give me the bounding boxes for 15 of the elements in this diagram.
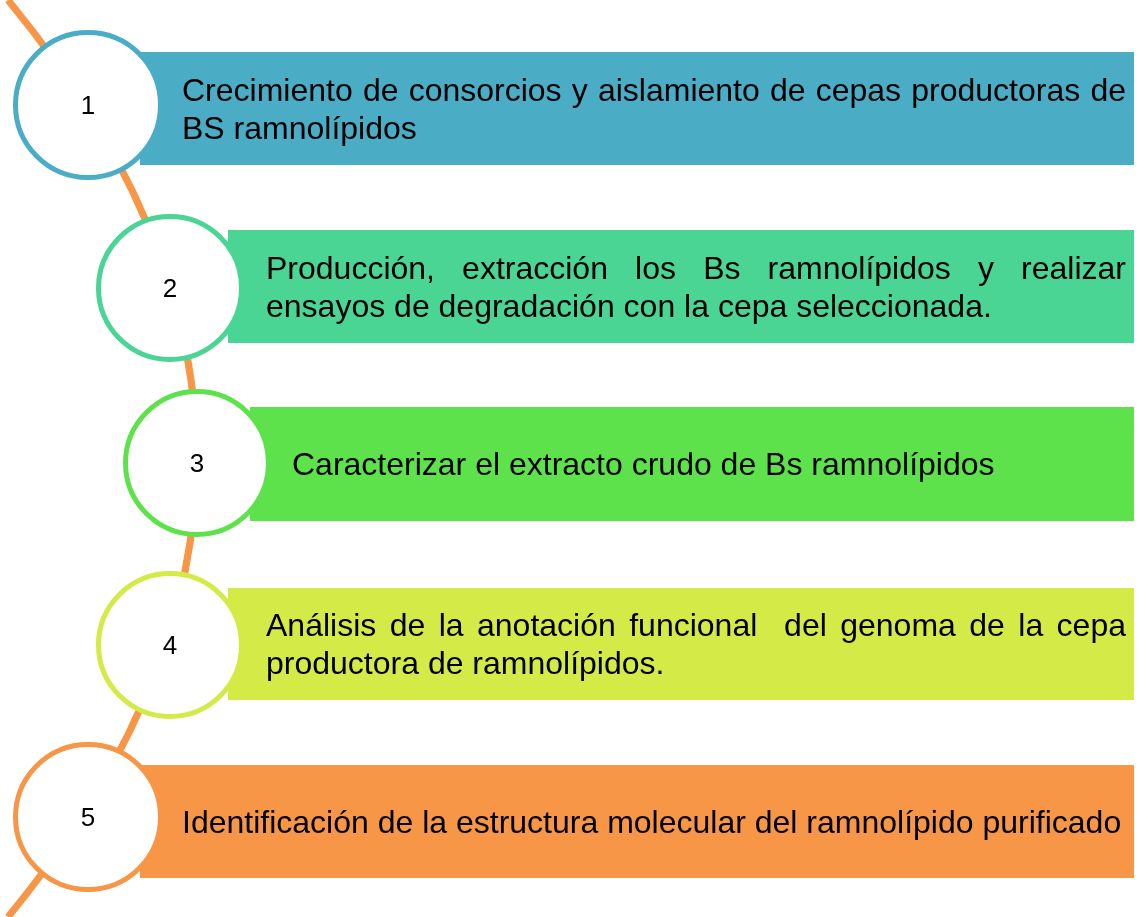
step-number: 4	[162, 629, 178, 661]
step-text: Producción, extracción los Bs ramnolípidos y realizar ensayos de degradación con la cepa seleccionada.	[266, 248, 1126, 325]
step-text: Análisis de la anotación funcional del genoma de la cepa productora de ramnolípidos.	[266, 606, 1126, 682]
step-bar	[228, 588, 1134, 700]
step-text: Identificación de la estructura molecular del ramnolípido purificado	[182, 802, 1123, 841]
step-bar	[140, 52, 1134, 165]
step-bar	[250, 407, 1134, 521]
step-text: Caracterizar el extracto crudo de Bs ramnolípidos	[292, 445, 996, 483]
step-number: 1	[80, 89, 96, 121]
step-number: 2	[162, 272, 178, 304]
step-number: 5	[80, 801, 96, 833]
step-number: 3	[189, 447, 205, 479]
step-bar	[140, 765, 1134, 878]
step-text: Crecimiento de consorcios y aislamiento de cepas productoras de BS ramnolípidos	[182, 70, 1126, 147]
step-bar	[228, 230, 1134, 343]
